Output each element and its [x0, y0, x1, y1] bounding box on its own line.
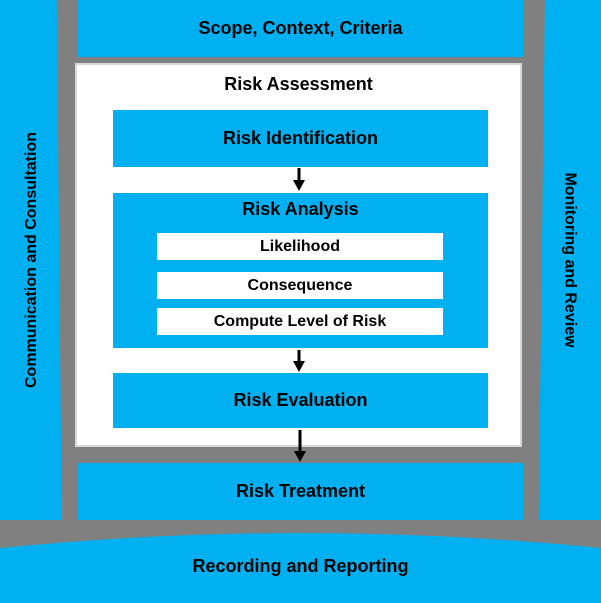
compute-level-of-risk-label: Compute Level of Risk: [213, 312, 387, 330]
wave-shape: [0, 533, 601, 603]
communication-consultation-bar: Communication and Consultation: [0, 0, 62, 520]
risk-analysis-label: Risk Analysis: [242, 199, 359, 219]
consequence-label: Consequence: [247, 276, 353, 294]
risk-assessment-panel: Risk Assessment Risk Identification Risk…: [75, 63, 522, 447]
compute-level-of-risk-box: Compute Level of Risk: [157, 308, 443, 335]
risk-assessment-title: Risk Assessment: [224, 74, 373, 94]
likelihood-label: Likelihood: [260, 237, 340, 255]
risk-identification-label: Risk Identification: [222, 128, 379, 148]
scope-context-criteria-label: Scope, Context, Criteria: [198, 18, 403, 38]
risk-evaluation-label: Risk Evaluation: [233, 390, 368, 410]
risk-identification-box: Risk Identification: [113, 110, 488, 167]
monitoring-review-label: Monitoring and Review: [561, 172, 579, 348]
scope-context-criteria-bar: Scope, Context, Criteria: [78, 0, 523, 57]
risk-treatment-label: Risk Treatment: [235, 481, 366, 501]
likelihood-box: Likelihood: [157, 233, 443, 260]
arrow-down-icon: [292, 350, 305, 372]
risk-evaluation-box: Risk Evaluation: [113, 373, 488, 428]
consequence-box: Consequence: [157, 272, 443, 299]
recording-reporting-label: Recording and Reporting: [192, 556, 409, 576]
risk-treatment-box: Risk Treatment: [78, 463, 523, 520]
arrow-down-icon: [294, 430, 306, 462]
recording-reporting-bar: Recording and Reporting: [0, 528, 601, 603]
monitoring-review-bar: Monitoring and Review: [538, 0, 601, 520]
risk-analysis-box: Risk Analysis Likelihood Consequence Com…: [113, 193, 488, 348]
arrow-down-icon: [292, 168, 305, 191]
communication-consultation-label: Communication and Consultation: [22, 132, 40, 388]
